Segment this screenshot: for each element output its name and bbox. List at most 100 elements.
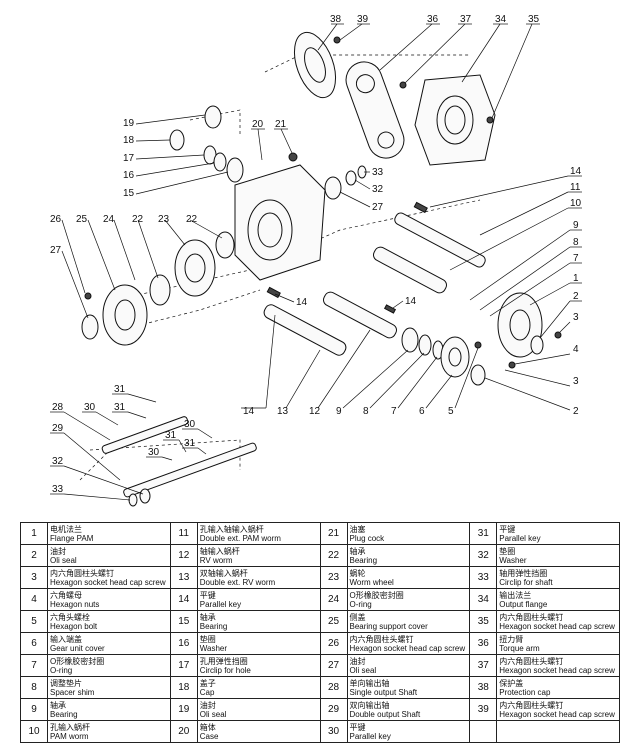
part-name-english: Spacer shim bbox=[50, 687, 95, 697]
part-name-english: O-ring bbox=[50, 665, 73, 675]
part-name-english: Double ext. PAM worm bbox=[199, 533, 281, 543]
part-name-chinese: 调整垫片 bbox=[50, 678, 82, 688]
part-name-english: Hexagon socket head cap screw bbox=[499, 709, 615, 719]
legend-part-number: 17 bbox=[169, 654, 198, 677]
svg-text:25: 25 bbox=[76, 214, 88, 225]
bearing-9 bbox=[401, 327, 419, 353]
part-name-chinese: 轴用弹性挡圈 bbox=[499, 568, 548, 578]
legend-part-name bbox=[496, 720, 620, 743]
part-name-english: Double output Shaft bbox=[349, 709, 421, 719]
gear-unit-cover-6 bbox=[440, 336, 470, 378]
legend-part-number: 21 bbox=[319, 522, 348, 545]
worm-shaft-11 bbox=[394, 212, 486, 268]
part-name-chinese: 油封 bbox=[349, 656, 366, 666]
legend-part-number: 13 bbox=[169, 566, 198, 589]
torque-arm bbox=[345, 61, 405, 159]
gearbox-case bbox=[234, 164, 326, 281]
plug-21 bbox=[288, 152, 298, 162]
output-shaft-28 bbox=[101, 416, 189, 454]
svg-text:34: 34 bbox=[495, 14, 507, 25]
svg-text:32: 32 bbox=[372, 184, 384, 195]
callout: 15 bbox=[123, 171, 229, 199]
callout: 12 bbox=[309, 329, 371, 417]
part-name-chinese: 箱体 bbox=[199, 722, 216, 732]
legend-part-number: 16 bbox=[169, 632, 198, 655]
part-name-chinese: 油封 bbox=[199, 700, 216, 710]
part-name-chinese: 平键 bbox=[499, 524, 516, 534]
nut-4 bbox=[508, 361, 516, 369]
part-name-chinese: 侧盖 bbox=[349, 612, 366, 622]
svg-text:8: 8 bbox=[363, 406, 369, 417]
legend-part-number: 29 bbox=[319, 698, 348, 721]
legend-part-number: 27 bbox=[319, 654, 348, 677]
part-name-english: Flange PAM bbox=[50, 533, 94, 543]
legend-part-number: 32 bbox=[469, 544, 498, 567]
legend-part-number: 18 bbox=[169, 676, 198, 699]
svg-text:26: 26 bbox=[50, 214, 62, 225]
callout: 32 bbox=[354, 179, 384, 195]
oil-seal-right bbox=[530, 335, 544, 355]
part-name-chinese: 内六角圆柱头螺钉 bbox=[50, 568, 114, 578]
legend-part-number: 33 bbox=[469, 566, 498, 589]
legend-part-number: 37 bbox=[469, 654, 498, 677]
callout: 39 bbox=[339, 14, 370, 41]
callout: 35 bbox=[491, 14, 540, 119]
part-name-chinese: 垫圈 bbox=[199, 634, 216, 644]
svg-text:11: 11 bbox=[570, 182, 581, 193]
washer-32-bottom bbox=[139, 488, 151, 504]
svg-text:39: 39 bbox=[357, 14, 369, 25]
svg-text:35: 35 bbox=[528, 14, 540, 25]
part-name-english: Hexagon nuts bbox=[50, 599, 100, 609]
part-name-english: Washer bbox=[499, 555, 527, 565]
callout: 6 bbox=[419, 374, 453, 417]
callout: 14 bbox=[429, 166, 582, 208]
callout: 24 bbox=[103, 214, 136, 281]
part-name-english: Circlip for hole bbox=[199, 665, 251, 675]
svg-text:15: 15 bbox=[123, 188, 135, 199]
part-name-english: Bearing bbox=[50, 709, 78, 719]
svg-text:14: 14 bbox=[296, 297, 308, 308]
part-name-chinese: 内六角圆柱头螺钉 bbox=[499, 700, 564, 710]
svg-text:3: 3 bbox=[573, 312, 579, 323]
svg-text:32: 32 bbox=[52, 456, 64, 467]
svg-text:31: 31 bbox=[165, 430, 177, 441]
part-name-english: Circlip for shaft bbox=[499, 577, 553, 587]
part-name-chinese: 输入端盖 bbox=[50, 634, 82, 644]
svg-text:33: 33 bbox=[52, 484, 64, 495]
svg-text:23: 23 bbox=[158, 214, 170, 225]
callout: 25 bbox=[76, 214, 116, 291]
callout: 31 bbox=[182, 438, 207, 455]
legend-part-number: 38 bbox=[469, 676, 498, 699]
part-name-english: Hexagon socket head cap screw bbox=[349, 643, 466, 653]
cap-18 bbox=[169, 129, 185, 151]
svg-text:20: 20 bbox=[252, 119, 264, 130]
legend-part-number: 26 bbox=[319, 632, 348, 655]
svg-text:19: 19 bbox=[123, 118, 135, 129]
callout: 33 bbox=[364, 167, 384, 178]
callout: 31 bbox=[112, 402, 147, 419]
callout: 21 bbox=[274, 119, 293, 154]
exploded-view-svg: 38 39 36 37 34 35 19 18 20 21 17 16 15 3… bbox=[50, 14, 582, 507]
part-name-english: Hexagon socket head cap screw bbox=[50, 577, 166, 587]
legend-part-number: 35 bbox=[469, 610, 498, 633]
legend-part-number: 25 bbox=[319, 610, 348, 633]
part-name-english: Torque arm bbox=[499, 643, 540, 653]
legend-part-number: 39 bbox=[469, 698, 498, 721]
part-name-english: Single output Shaft bbox=[349, 687, 418, 697]
callout: 1 bbox=[529, 273, 582, 306]
svg-text:28: 28 bbox=[52, 402, 64, 413]
part-name-english: Gear unit cover bbox=[50, 643, 105, 653]
part-name-english: Hexagon bolt bbox=[50, 621, 98, 631]
oil-seal-2 bbox=[470, 364, 486, 386]
legend-part-number bbox=[469, 720, 498, 743]
